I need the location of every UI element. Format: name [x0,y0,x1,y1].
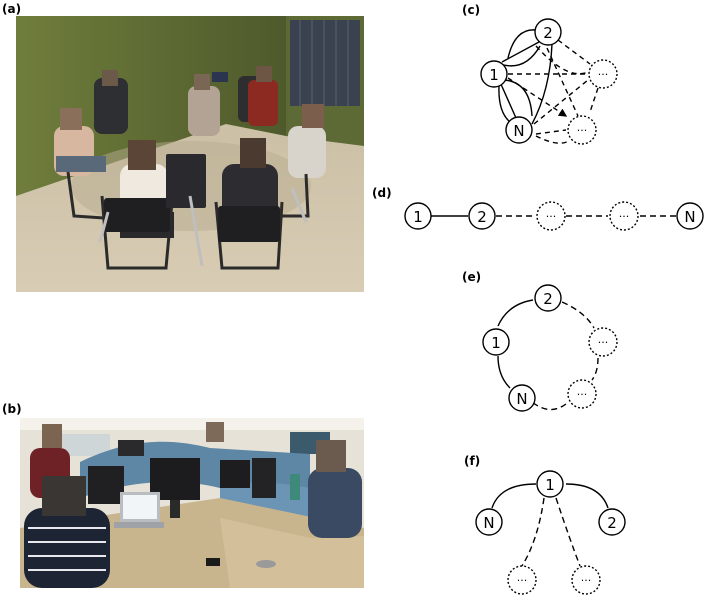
node-f-1 [536,470,564,498]
node-label-d-1: 1 [413,208,423,226]
node-d-1 [404,202,432,230]
panel-label-b: (b) [2,402,22,416]
node-e-1 [482,328,510,356]
node-c-n [505,116,533,144]
network-topologies-diagram: 2 1 N ··· ··· 1 2 ··· ··· N 2 1 N ··· ··… [404,18,704,595]
node-label-c-dots-2: ··· [577,124,588,137]
node-c-dotted-1 [588,59,618,89]
diagram-ring [497,299,599,411]
node-label-e-2: 2 [543,290,553,308]
node-label-d-n: N [684,208,695,226]
node-label-f-n: N [483,514,494,532]
node-c-2 [534,18,562,46]
node-e-n [508,384,536,412]
node-d-n [676,202,704,230]
node-d-dotted-1 [536,201,566,231]
node-f-n [475,508,503,536]
panel-label-a: (a) [2,2,22,16]
node-label-c-1: 1 [489,66,499,84]
node-label-c-n: N [513,122,524,140]
panel-label-f: (f) [464,454,481,468]
node-e-2 [534,284,562,312]
photo-group-circle [16,16,364,292]
node-label-c-dots-1: ··· [598,68,609,81]
node-d-2 [468,202,496,230]
node-label-d-2: 2 [477,208,487,226]
node-label-e-dots-1: ··· [598,336,609,349]
node-f-2 [598,508,626,536]
node-e-dotted-2 [567,379,597,409]
node-d-dotted-2 [609,201,639,231]
panel-label-c: (c) [462,3,481,17]
node-c-1 [480,60,508,88]
node-label-d-dots-2: ··· [619,210,630,223]
node-f-dotted-1 [507,565,537,595]
node-label-e-1: 1 [491,334,501,352]
photo-office-desks [20,418,364,588]
node-label-f-dots-1: ··· [517,574,528,587]
panel-label-d: (d) [372,186,392,200]
node-e-dotted-1 [588,327,618,357]
node-label-c-2: 2 [543,24,553,42]
node-c-dotted-2 [567,115,597,145]
node-f-dotted-2 [571,565,601,595]
node-label-f-dots-2: ··· [581,574,592,587]
node-label-e-n: N [516,390,527,408]
node-label-f-1: 1 [545,476,555,494]
node-label-f-2: 2 [607,514,617,532]
node-label-d-dots-1: ··· [546,210,557,223]
node-label-e-dots-2: ··· [577,388,588,401]
diagram-tree [491,483,609,567]
panel-label-e: (e) [462,270,482,284]
